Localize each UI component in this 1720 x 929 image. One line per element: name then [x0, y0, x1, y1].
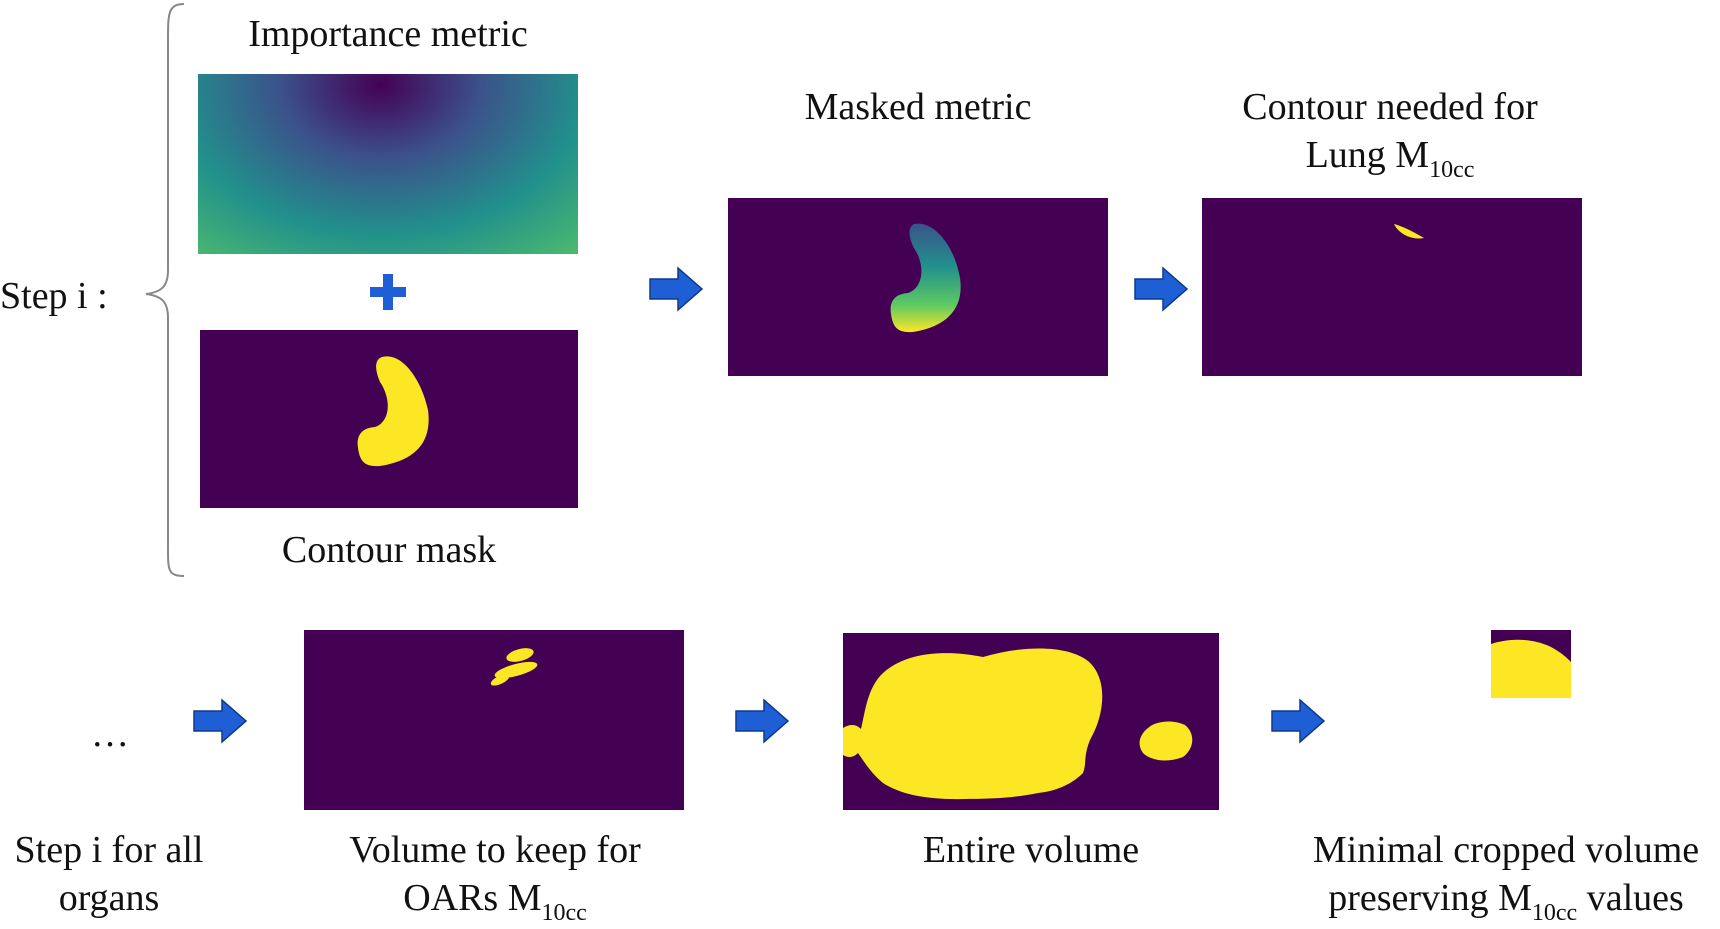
contour-needed-line1: Contour needed for [1242, 86, 1538, 128]
right-arrow-icon [735, 698, 790, 744]
volume-to-keep-image [304, 630, 684, 810]
right-arrow-icon [1271, 698, 1326, 744]
entire-volume-image [843, 633, 1219, 810]
minimal-line1: Minimal cropped volume [1312, 829, 1700, 871]
minimal-cropped-image [1491, 630, 1571, 698]
step-all-line1: Step i for all [14, 829, 204, 871]
contour-needed-label: Contour needed for Lung M10cc [1200, 83, 1580, 183]
volume-keep-line2: OARs M10cc [403, 877, 587, 926]
minimal-cropped-label: Minimal cropped volume preserving M10cc … [1296, 826, 1716, 926]
minimal-line2: preserving M10cc values [1328, 877, 1684, 926]
volume-keep-line1: Volume to keep for [349, 829, 641, 871]
masked-metric-label: Masked metric [804, 86, 1032, 128]
curly-brace [145, 3, 185, 577]
ellipsis: … [91, 713, 129, 755]
contour-mask-label: Contour mask [281, 529, 497, 571]
importance-metric-image [198, 74, 578, 254]
volume-to-keep-label: Volume to keep for OARs M10cc [300, 826, 690, 926]
right-arrow-icon [193, 698, 248, 744]
contour-mask-image [200, 330, 578, 508]
contour-needed-line2: Lung M10cc [1305, 134, 1475, 183]
masked-metric-image [728, 198, 1108, 376]
contour-needed-image [1202, 198, 1582, 376]
plus-icon [370, 274, 406, 310]
importance-metric-label: Importance metric [248, 13, 528, 55]
right-arrow-icon [649, 266, 704, 312]
step-label: Step i : [0, 275, 108, 317]
step-all-line2: organs [58, 877, 160, 919]
step-all-organs-label: Step i for all organs [0, 826, 218, 922]
entire-volume-label: Entire volume [922, 829, 1140, 871]
right-arrow-icon [1134, 266, 1189, 312]
